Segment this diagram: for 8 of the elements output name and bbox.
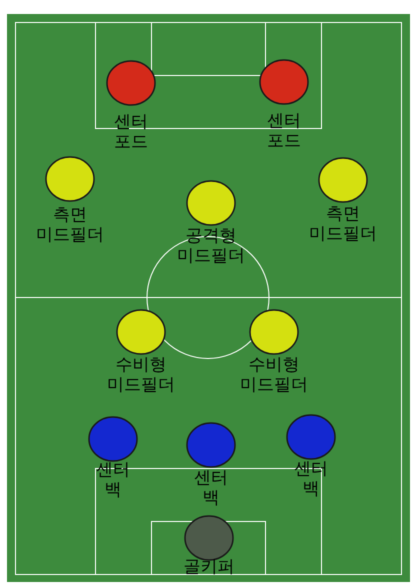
position-label: 수비형 미드필더 [106, 356, 176, 396]
position-label: 측면 미드필더 [35, 206, 105, 246]
position-label: 센터 백 [193, 469, 229, 508]
position-label: 센터 포드 [266, 112, 302, 152]
position-label: 수비형 미드필더 [239, 356, 309, 396]
position-label: 골키퍼 [182, 558, 236, 578]
position-label: 측면 미드필더 [308, 205, 378, 244]
position-label: 센터 포드 [113, 113, 149, 152]
